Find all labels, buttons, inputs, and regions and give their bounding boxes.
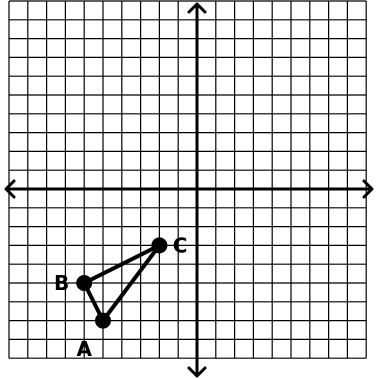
y-axis-bottom-arrow-icon <box>187 366 207 378</box>
triangle-edge-bc <box>82 243 162 285</box>
triangle-edge-ca <box>101 243 162 323</box>
vertex-point-c <box>151 237 168 254</box>
x-axis-right-arrow-icon <box>362 179 374 199</box>
vertex-label-b: B <box>54 271 69 295</box>
grid-lines <box>8 0 367 359</box>
vertex-label-a: A <box>76 337 92 361</box>
vertex-label-c: C <box>173 233 188 257</box>
vertex-point-b <box>76 275 93 291</box>
x-axis-left-arrow-icon <box>4 179 16 199</box>
vertex-point-a <box>95 312 111 329</box>
axes <box>4 2 374 378</box>
triangle-vertices: A B C <box>54 233 187 360</box>
y-axis-top-arrow-icon <box>187 2 207 14</box>
